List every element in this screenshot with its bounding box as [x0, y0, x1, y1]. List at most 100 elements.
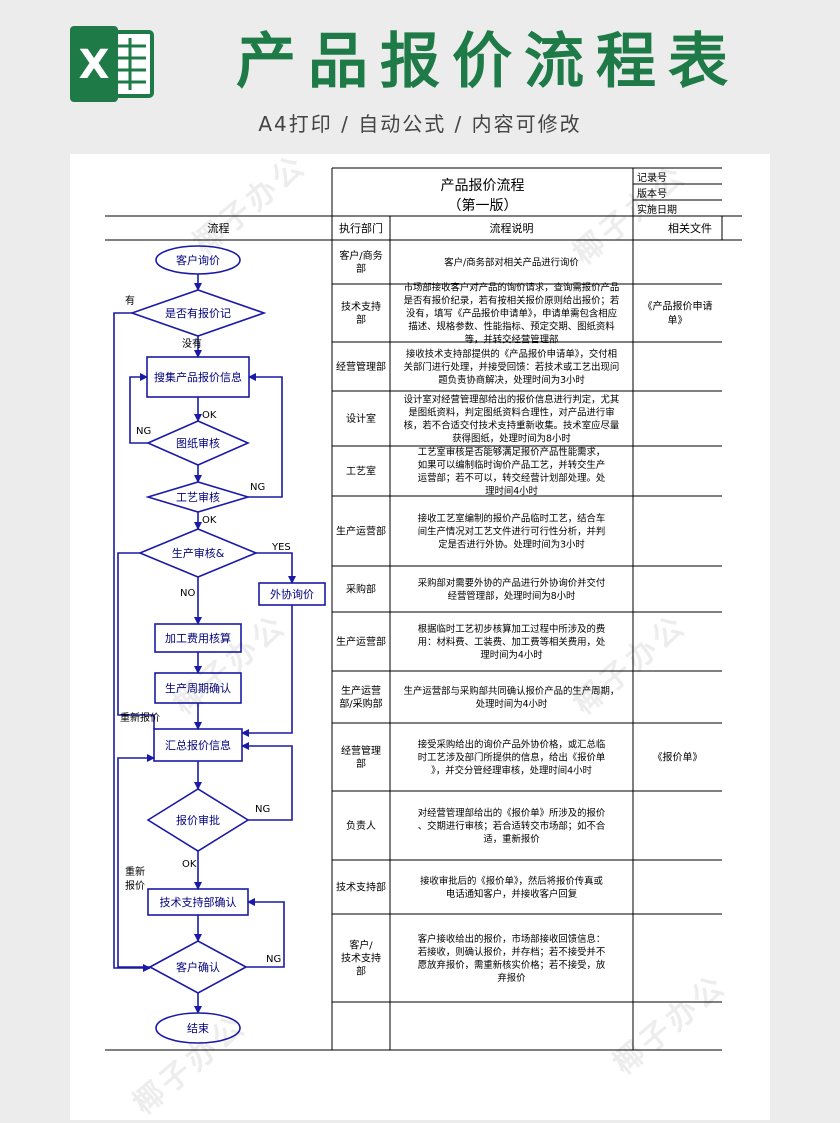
node-customer-confirm: 客户确认: [176, 960, 220, 974]
column-header: 流程: [208, 221, 230, 235]
dept-cell: 经营管理部: [336, 360, 386, 373]
dept-cell: 负责人: [346, 819, 376, 832]
flow-label: 没有: [182, 337, 202, 350]
meta-label: 记录号: [637, 172, 667, 184]
desc-cell: 生产运营部与采购部共同确认报价产品的生产周期，: [404, 685, 620, 697]
node-cycle-confirm: 生产周期确认: [165, 681, 231, 695]
flow-label: NG: [136, 426, 151, 437]
dept-cell: 客户/商务: [339, 249, 382, 262]
flow-connector: [117, 754, 155, 968]
node-drawing-review: 图纸审核: [176, 436, 220, 450]
node-process-review: 工艺审核: [176, 490, 220, 504]
desc-cell: 处理时间为4小时: [476, 698, 548, 710]
dept-cell: 部: [356, 965, 366, 978]
node-summary: 汇总报价信息: [165, 738, 231, 752]
desc-cell: 根据临时工艺初步核算加工过程中所涉及的费: [418, 623, 606, 635]
desc-cell: 接收技术支持部提供的《产品报价申请单》，交付相: [406, 348, 617, 360]
column-header: 相关文件: [668, 221, 712, 235]
dept-cell: 技术支持: [341, 952, 381, 965]
page-title: 产品报价流程表: [236, 27, 740, 97]
excel-icon: X: [70, 26, 154, 102]
page-header: X 产品报价流程表 A4打印 / 自动公式 / 内容可修改: [0, 0, 840, 150]
flow-label: OK: [182, 859, 197, 870]
flow-connector: [246, 898, 285, 968]
flow-label: OK: [202, 410, 217, 421]
dept-cell: 部: [356, 757, 366, 770]
node-collect-info: 搜集产品报价信息: [154, 370, 242, 384]
dept-cell: 生产运营部: [336, 635, 386, 648]
meta-label: 版本号: [637, 187, 667, 200]
desc-cell: 理时间为4小时: [480, 649, 542, 661]
desc-cell: 采购部对需要外协的产品进行外协询价并交付: [418, 577, 606, 589]
desc-cell: 时工艺涉及部门所提供的信息，给出《报价单: [418, 751, 606, 763]
node-start: 客户询价: [176, 253, 220, 267]
desc-cell: 电话通知客户，并接收客户回复: [446, 888, 578, 900]
desc-cell: 设计室对经营管理部给出的报价信息进行判定，尤其: [404, 393, 620, 405]
page-subtitle: A4打印 / 自动公式 / 内容可修改: [258, 112, 582, 136]
desc-cell: 获得图纸，处理时间为8小时: [452, 432, 570, 444]
dept-cell: 采购部: [346, 583, 376, 596]
flow-connector: [241, 605, 293, 737]
desc-cell: 对经营管理部给出的《报价单》所涉及的报价: [418, 807, 606, 819]
desc-cell: 》，并交分管经理审核，处理时间4小时: [431, 764, 592, 776]
desc-cell: 题负责协商解决，处理时间为3小时: [438, 374, 585, 386]
document-sheet: 产品报价流程 （第一版） 记录号版本号实施日期流程 执行部门 流程说明 相关文件客户/商务…: [70, 154, 770, 1120]
desc-cell: 接收审批后的《报价单》，然后将报价传真或: [420, 875, 603, 887]
node-tech-confirm: 技术支持部确认: [160, 895, 237, 909]
desc-cell: 适，重新报价: [483, 833, 540, 845]
flow-label: NG: [255, 804, 270, 815]
desc-cell: 接收工艺室编制的报价产品临时工艺，结合车: [418, 512, 606, 524]
column-header: 执行部门: [339, 221, 383, 235]
desc-cell: 弃报价: [497, 972, 526, 984]
flow-connector: [256, 552, 296, 584]
dept-cell: 生产运营部: [336, 525, 386, 538]
desc-cell: 没有，填写《产品报价申请单》，申请单需包含相应: [406, 307, 617, 319]
meta-label: 实施日期: [637, 203, 677, 216]
desc-cell: 是否有报价纪录，若有按相关报价原则给出报价；若: [404, 294, 620, 306]
desc-cell: 间生产情况对工艺文件进行可行性分析，并判: [418, 525, 606, 537]
desc-cell: 描述、规格参数、性能指标、预定交期、图纸资料: [408, 320, 615, 332]
flow-label: 重新: [125, 865, 145, 878]
node-outsource-inquiry: 外协询价: [270, 587, 314, 601]
dept-cell: 技术支持部: [336, 881, 386, 894]
desc-cell: 等，并转交经营管理部: [465, 333, 559, 345]
dept-cell: 客户/: [349, 939, 373, 952]
dept-cell: 部: [356, 262, 366, 275]
flowchart: 客户询价是否有报价记搜集产品报价信息图纸审核工艺审核生产审核&外协询价加工费用核…: [113, 245, 326, 1044]
sheet-version: （第一版）: [448, 197, 518, 214]
desc-cell: 核，若不合适交付技术支持重新收集。技术室应尽量: [404, 419, 620, 431]
flow-label: 有: [125, 294, 135, 307]
desc-cell: 工艺室审核是否能够满足报价产品性能需求，: [418, 446, 606, 458]
desc-cell: 用：材料费、工装费、加工费等相关费用，处: [418, 636, 606, 648]
desc-cell: 、交期进行审核；若合适转交市场部；如不合: [418, 820, 606, 832]
file-cell: 单》: [668, 315, 688, 327]
flow-label: NG: [266, 954, 281, 965]
desc-cell: 理时间4小时: [485, 485, 538, 497]
file-cell: 《报价单》: [653, 751, 703, 764]
desc-cell: 定是否进行外协。处理时间为3小时: [438, 538, 585, 550]
flow-label: YES: [271, 542, 291, 553]
flow-label: OK: [202, 515, 217, 526]
desc-cell: 运营部；若不可以，转交经营计划部处理。处: [418, 472, 606, 484]
desc-cell: 接受采购给出的询价产品外协价格，或汇总临: [418, 738, 606, 750]
dept-cell: 工艺室: [346, 465, 376, 478]
flow-connector: [241, 742, 293, 821]
node-production-review: 生产审核&: [172, 546, 225, 560]
excel-logo-letter: X: [79, 42, 110, 88]
flow-connector: [113, 312, 151, 972]
desc-cell: 客户/商务部对相关产品进行询价: [444, 256, 579, 268]
column-header: 流程说明: [490, 221, 534, 235]
file-cell: 《产品报价申请: [643, 300, 713, 313]
desc-cell: 如果可以编制临时询价产品工艺，并转交生产: [418, 459, 606, 471]
desc-cell: 经营管理部，处理时间为8小时: [448, 590, 576, 602]
sheet-title: 产品报价流程: [441, 178, 525, 194]
node-end: 结束: [187, 1022, 209, 1035]
node-tech-confirm-shape: [147, 888, 249, 916]
dept-cell: 生产运营: [341, 684, 381, 697]
dept-cell: 部: [356, 313, 366, 326]
dept-cell: 设计室: [346, 412, 376, 425]
flow-connector: [117, 552, 155, 729]
dept-cell: 部/采购部: [339, 697, 382, 710]
desc-cell: 若接收，则确认报价，并存档；若不接受并不: [418, 946, 606, 958]
